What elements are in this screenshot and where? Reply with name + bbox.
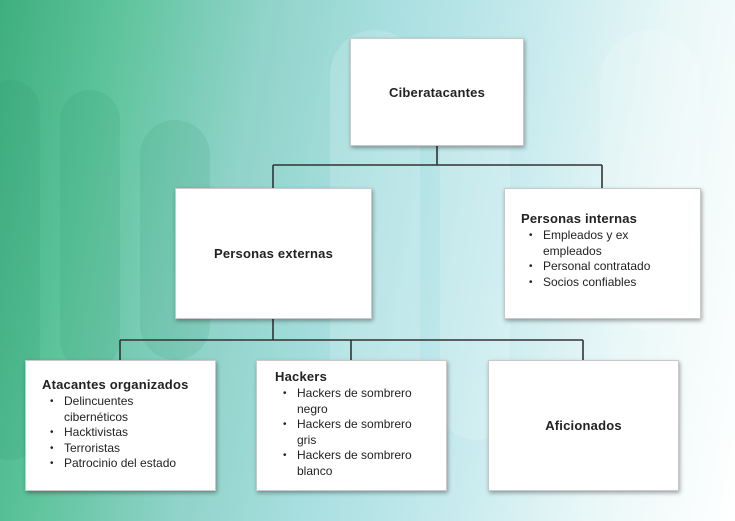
list-item: Patrocinio del estado <box>42 456 201 472</box>
list-item: Hacktivistas <box>42 425 201 441</box>
node-atacantes-organizados: Atacantes organizados Delincuentes ciber… <box>25 360 216 491</box>
node-hackers-title: Hackers <box>275 369 327 384</box>
node-personas-internas: Personas internas Empleados y ex emplead… <box>504 188 701 319</box>
node-ciberatacantes: Ciberatacantes <box>350 38 524 146</box>
node-aficionados-title: Aficionados <box>545 418 622 433</box>
node-ciberatacantes-title: Ciberatacantes <box>388 84 485 100</box>
node-aficionados: Aficionados <box>488 360 679 491</box>
list-item: Socios confiables <box>521 275 686 291</box>
node-personas-externas: Personas externas <box>175 188 372 319</box>
node-hackers-list: Hackers de sombrero negro Hackers de som… <box>275 386 432 479</box>
background-shape <box>60 90 120 370</box>
node-personas-internas-list: Empleados y ex empleados Personal contra… <box>521 228 686 290</box>
node-personas-internas-title: Personas internas <box>521 211 638 226</box>
list-item: Hackers de sombrero negro <box>275 386 432 417</box>
list-item: Empleados y ex empleados <box>521 228 686 259</box>
node-atacantes-organizados-list: Delincuentes cibernéticos Hacktivistas T… <box>42 394 201 472</box>
list-item: Delincuentes cibernéticos <box>42 394 201 425</box>
list-item: Hackers de sombrero gris <box>275 417 432 448</box>
list-item: Personal contratado <box>521 259 686 275</box>
node-atacantes-organizados-title: Atacantes organizados <box>42 377 189 392</box>
list-item: Terroristas <box>42 441 201 457</box>
list-item: Hackers de sombrero blanco <box>275 448 432 479</box>
node-personas-externas-title: Personas externas <box>213 246 334 261</box>
node-hackers: Hackers Hackers de sombrero negro Hacker… <box>256 360 447 491</box>
